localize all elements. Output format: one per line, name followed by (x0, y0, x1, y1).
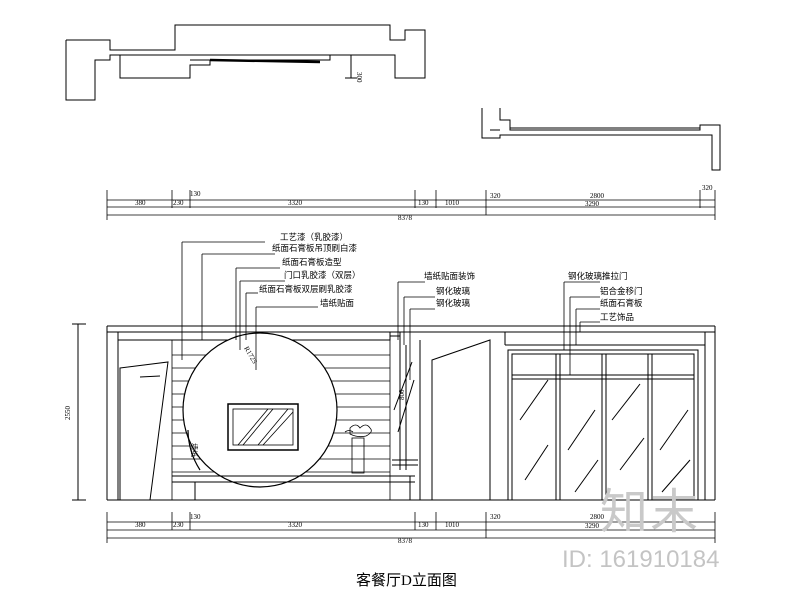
plan-section-right (481, 108, 721, 171)
annotation-label: 钢化玻璃 (436, 286, 471, 296)
tv-frame (227, 403, 299, 451)
wallpaper-label: 墙纸 (190, 443, 199, 457)
dim-text: 3320 (288, 521, 303, 529)
annotation-leaders (181, 241, 600, 380)
annotation-label: 纸面石膏板造型 (282, 257, 342, 267)
dim-text: 130 (190, 190, 201, 198)
dim-text: 380 (135, 521, 146, 529)
right-wall-panel (419, 339, 491, 501)
bottom-dimension-texts: 380 230 130 3320 130 1010 320 2800 3290 … (135, 513, 605, 545)
annotation-label: 钢化玻璃 (436, 298, 471, 308)
dim-text: 230 (173, 521, 184, 529)
dim-text: 320 (702, 184, 713, 192)
dim-total: 8378 (398, 537, 413, 545)
annotation-label: 纸面石膏板吊顶刷白漆 (272, 243, 358, 253)
partition-dimension: 800 (398, 389, 406, 400)
moon-gate (182, 332, 338, 488)
dim-text: 230 (173, 199, 184, 207)
top-dimension-texts: 380 230 130 3320 130 1010 320 2800 320 3… (135, 184, 713, 222)
left-door-panel (119, 361, 169, 501)
dim-text: 3320 (288, 199, 303, 207)
dim-text: 320 (490, 192, 501, 200)
plant-decoration (344, 424, 372, 474)
annotation-label: 钢化玻璃推拉门 (568, 271, 628, 281)
elevation-frame (72, 323, 716, 501)
dim-text: 2800 (590, 192, 605, 200)
plan-dimension: 300 (355, 72, 363, 83)
dim-text: 130 (190, 513, 201, 521)
sliding-doors (507, 349, 699, 501)
height-dimension: 2550 (64, 406, 72, 421)
annotations-left: 工艺漆（乳胶漆） 纸面石膏板吊顶刷白漆 纸面石膏板造型 门口乳胶漆（双层） 纸面… (259, 232, 361, 308)
ceiling-soffit (117, 332, 705, 346)
bottom-dimension-lines (106, 512, 716, 543)
annotation-label: 工艺漆（乳胶漆） (280, 232, 348, 242)
annotation-label: 铝合金移门 (600, 286, 643, 296)
dim-total: 8378 (398, 214, 413, 222)
dim-text: 130 (418, 199, 429, 207)
top-dimension-lines (106, 190, 716, 220)
dim-text: 320 (490, 513, 501, 521)
watermark-id: ID: 161910184 (562, 546, 719, 573)
annotation-label: 纸面石膏板双层刷乳胶漆 (259, 284, 353, 294)
annotations-right: 钢化玻璃推拉门 铝合金移门 纸面石膏板 工艺饰品 (568, 271, 643, 322)
dim-text: 130 (418, 521, 429, 529)
annotation-label: 纸面石膏板 (600, 298, 643, 308)
tv-cabinet (172, 475, 415, 500)
dim-text: 380 (135, 199, 146, 207)
annotation-label: 墙纸贴面装饰 (424, 271, 476, 281)
annotation-label: 门口乳胶漆（双层） (284, 270, 361, 280)
dim-total: 3290 (585, 522, 600, 530)
annotations-middle: 墙纸贴面装饰 钢化玻璃 钢化玻璃 (424, 271, 476, 308)
annotation-label: 工艺饰品 (600, 312, 634, 322)
middle-partition (392, 345, 418, 470)
dim-total: 3290 (585, 200, 600, 208)
dim-text: 2800 (590, 513, 605, 521)
annotation-label: 墙纸贴面 (320, 298, 355, 308)
plan-section-left (65, 24, 426, 101)
drawing-title: 客餐厅D立面图 (356, 572, 457, 589)
watermark-logo: 知末 (600, 486, 700, 539)
dim-text: 1010 (445, 199, 460, 207)
dim-text: 1010 (445, 521, 460, 529)
